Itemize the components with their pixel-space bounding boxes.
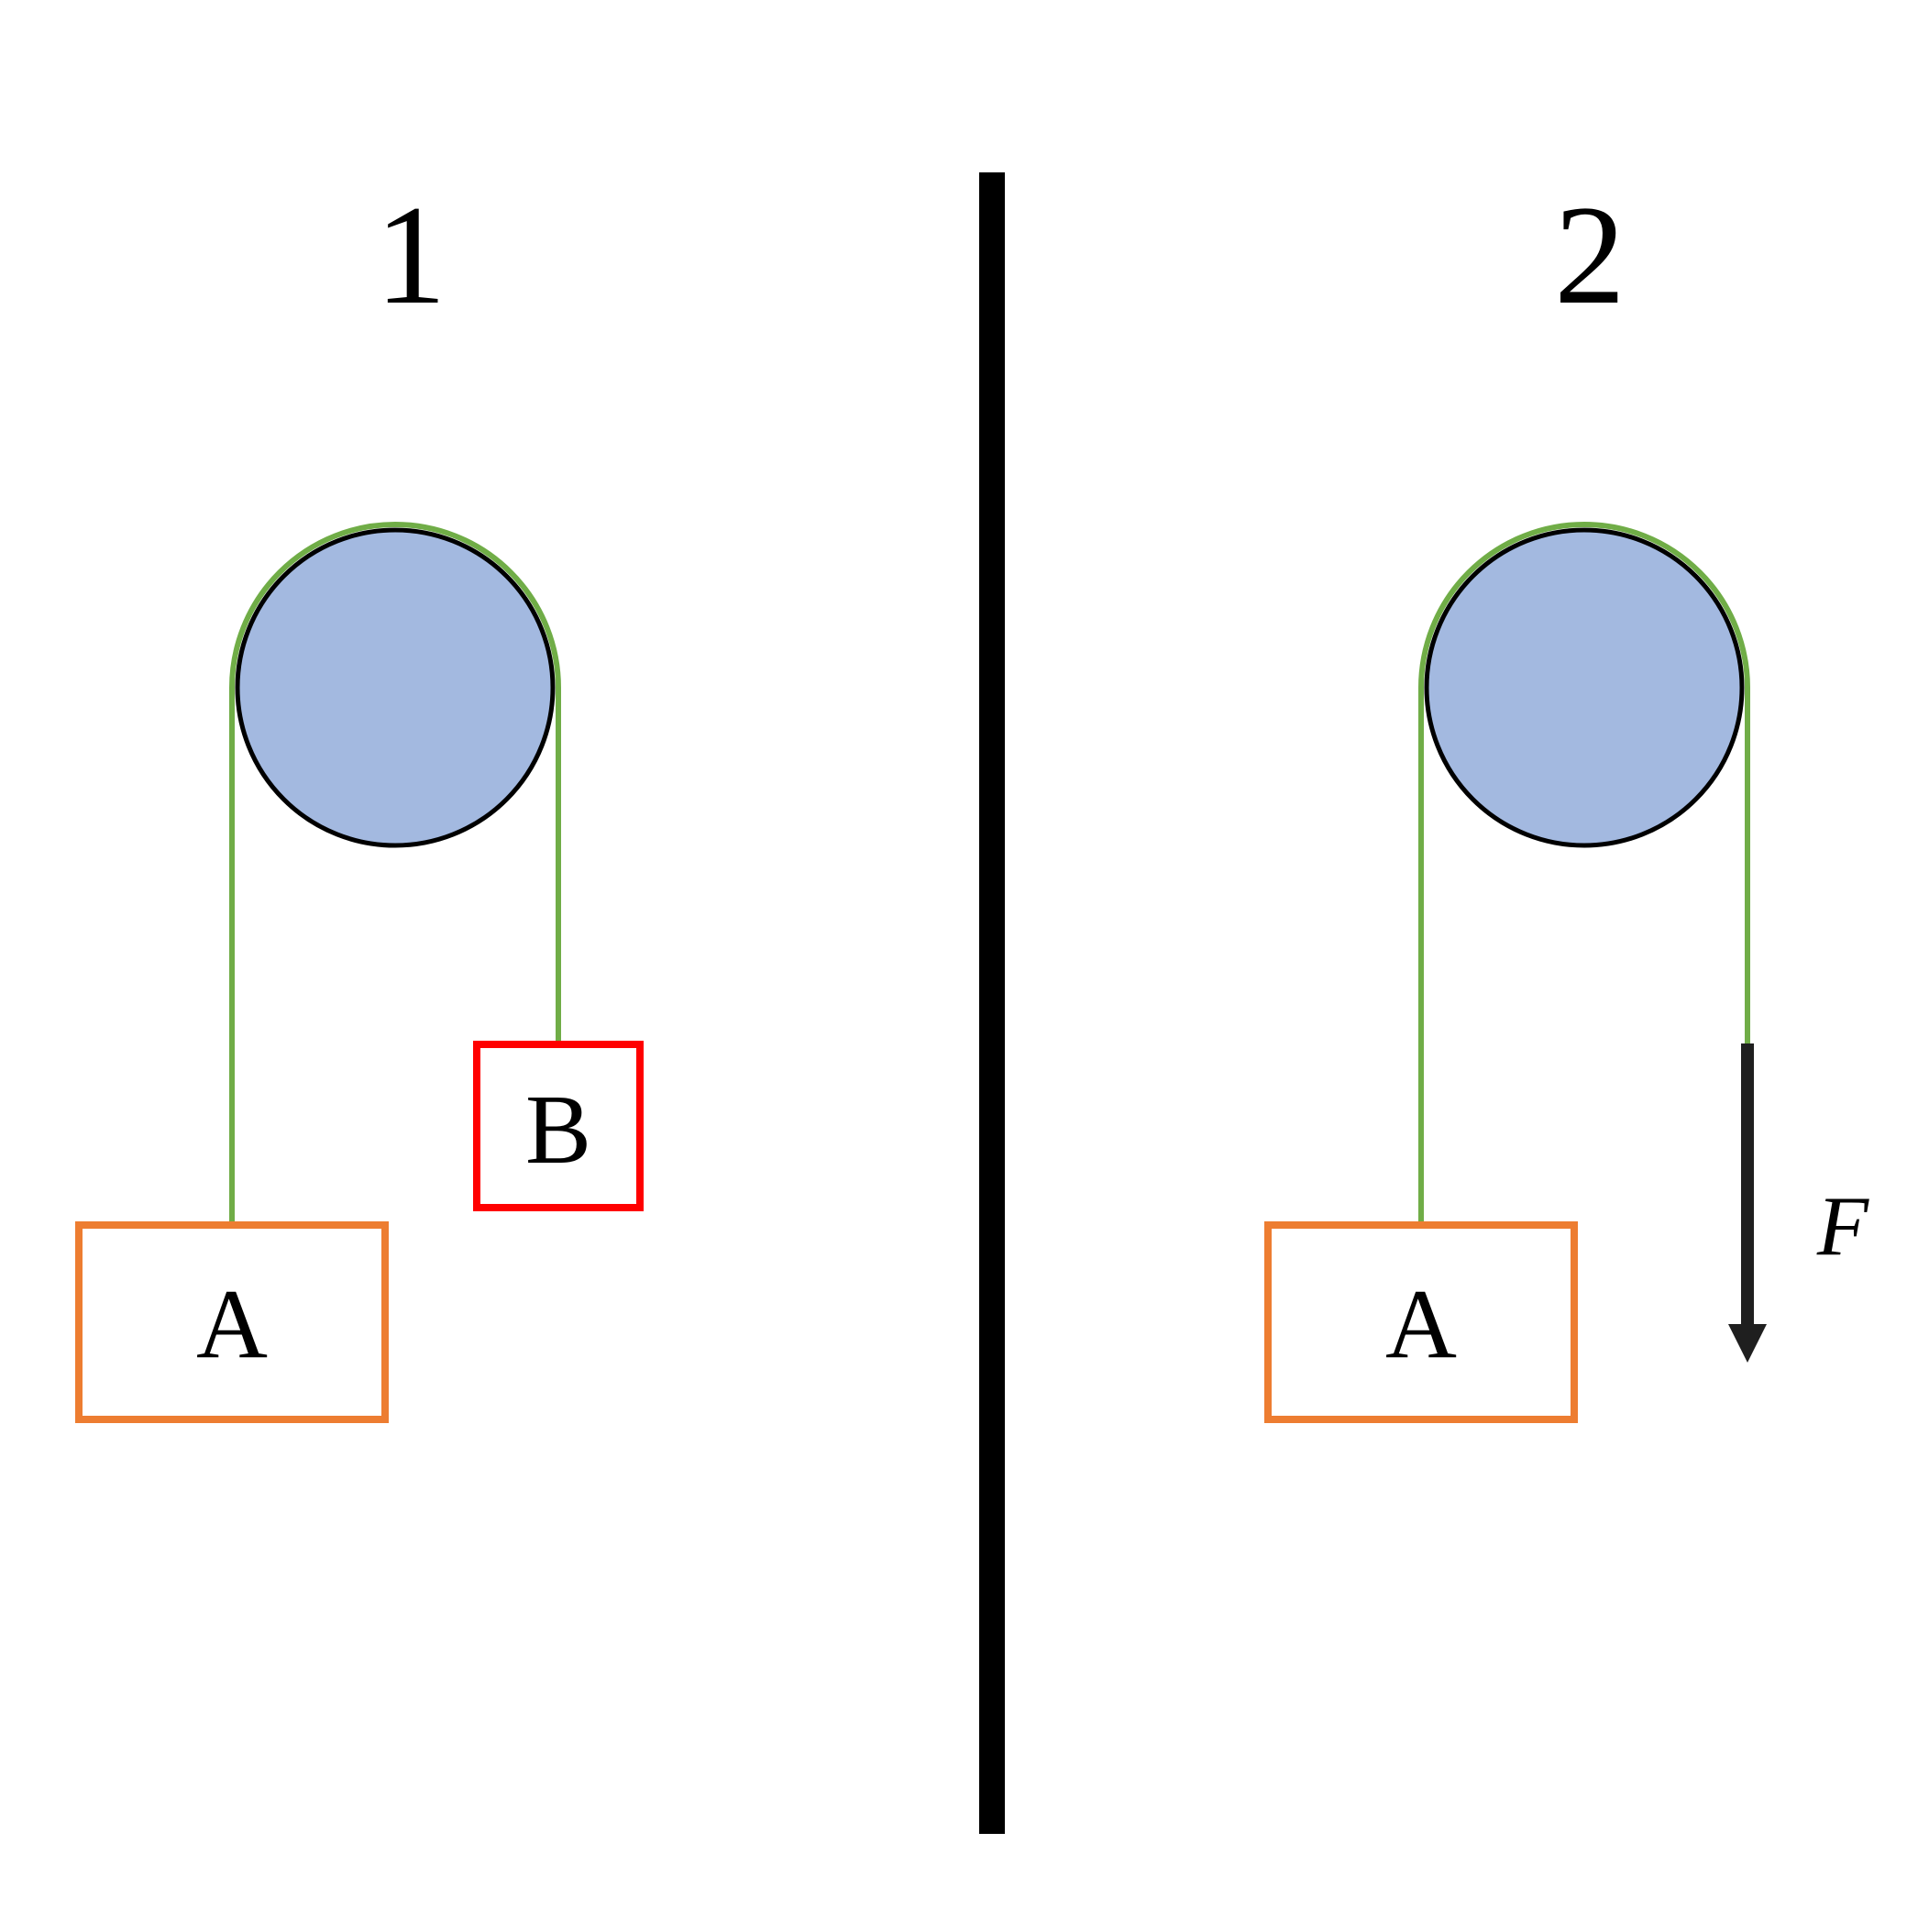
force-arrow-shaft <box>1741 1043 1754 1326</box>
panel-1-block-a-label: A <box>196 1270 268 1379</box>
panel-2-rope-arc <box>1418 522 1750 689</box>
panel-1-block-a <box>75 1221 389 1423</box>
panel-1-label: 1 <box>375 176 446 334</box>
force-arrowhead-icon <box>1728 1324 1767 1363</box>
panel-1-pulley <box>235 527 556 848</box>
panel-divider <box>979 172 1005 1834</box>
panel-2-block-a <box>1264 1221 1578 1423</box>
panel-1-rope-arc <box>229 522 561 689</box>
panel-2-label: 2 <box>1554 176 1626 334</box>
force-label: F <box>1816 1179 1869 1273</box>
panel-2-pulley <box>1424 527 1745 848</box>
panel-1-block-b <box>473 1041 644 1211</box>
panel-1: 1 A B <box>75 176 644 1423</box>
panel-2-block-a-label: A <box>1385 1270 1457 1379</box>
panel-2: 2 A F <box>1264 176 1869 1423</box>
panel-1-block-b-label: B <box>525 1076 591 1185</box>
